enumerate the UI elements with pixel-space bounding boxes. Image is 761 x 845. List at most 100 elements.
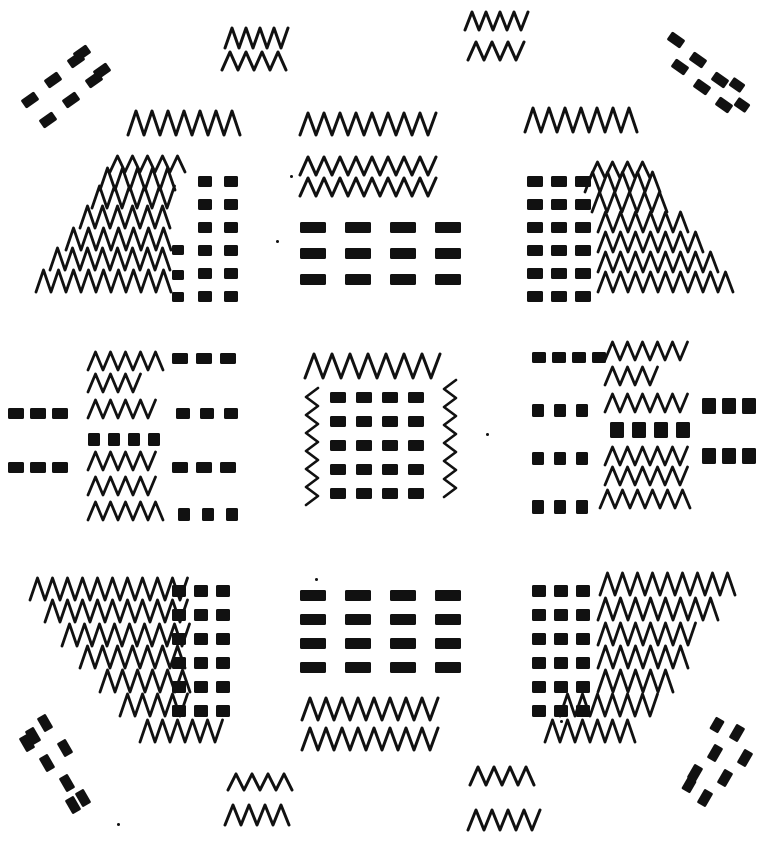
block-mark <box>709 716 725 733</box>
block-mark <box>527 176 543 187</box>
block-mark <box>290 175 293 178</box>
block-mark <box>128 433 140 446</box>
block-mark <box>345 614 371 625</box>
panel-bottom-right <box>532 573 735 742</box>
block-mark <box>532 585 546 597</box>
block-mark <box>527 268 543 279</box>
block-mark <box>108 433 120 446</box>
zigzag-stroke <box>80 206 170 228</box>
block-mark <box>408 488 424 499</box>
block-mark <box>224 176 238 187</box>
block-mark <box>390 248 416 259</box>
panel-top-left <box>36 111 240 302</box>
block-mark <box>44 71 63 88</box>
zigzag-stroke <box>598 232 703 252</box>
zigzag-stroke <box>88 352 163 370</box>
block-mark <box>576 681 590 693</box>
zigzag-stroke <box>592 192 667 212</box>
block-mark <box>172 609 186 621</box>
block-mark <box>527 291 543 302</box>
block-mark <box>408 440 424 451</box>
block-mark <box>575 268 591 279</box>
block-mark <box>390 590 416 601</box>
block-mark <box>194 657 208 669</box>
panel-top-right <box>525 108 733 302</box>
block-mark <box>551 176 567 187</box>
block-mark <box>729 724 746 743</box>
block-mark <box>224 291 238 302</box>
block-mark <box>632 422 646 438</box>
zigzag-stroke <box>600 573 735 595</box>
block-mark <box>356 440 372 451</box>
zigzag-motif-bottom-left <box>225 774 292 825</box>
corner-blocks-top-right <box>667 31 751 113</box>
block-mark <box>224 199 238 210</box>
zigzag-stroke <box>605 367 658 385</box>
block-mark <box>172 657 186 669</box>
zigzag-stroke <box>45 600 188 622</box>
block-mark <box>390 274 416 285</box>
block-mark <box>194 633 208 645</box>
block-mark <box>702 448 716 464</box>
block-mark <box>172 462 188 473</box>
block-mark <box>202 508 214 521</box>
block-mark <box>711 71 730 88</box>
block-mark <box>345 638 371 649</box>
zigzag-stroke <box>598 598 718 620</box>
block-mark <box>220 462 236 473</box>
block-mark <box>198 291 212 302</box>
block-mark <box>722 448 736 464</box>
block-mark <box>554 705 568 717</box>
block-mark <box>382 440 398 451</box>
zigzag-motif-top-left <box>222 28 288 70</box>
zigzag-stroke <box>66 228 171 250</box>
block-mark <box>216 705 230 717</box>
block-mark <box>216 585 230 597</box>
block-mark <box>554 633 568 645</box>
zigzag-stroke <box>525 108 637 132</box>
block-mark <box>356 416 372 427</box>
block-mark <box>198 176 212 187</box>
block-mark <box>300 274 326 285</box>
block-mark <box>554 681 568 693</box>
block-mark <box>575 291 591 302</box>
block-mark <box>592 352 606 363</box>
block-mark <box>575 176 591 187</box>
block-mark <box>715 96 734 113</box>
block-mark <box>30 462 46 473</box>
block-mark <box>697 789 714 808</box>
corner-blocks-bottom-right <box>681 716 753 807</box>
block-mark <box>172 705 186 717</box>
block-mark <box>172 270 184 280</box>
block-mark <box>576 500 588 514</box>
block-mark <box>575 199 591 210</box>
block-mark <box>59 774 76 793</box>
block-mark <box>554 500 566 514</box>
block-mark <box>576 657 590 669</box>
block-mark <box>62 91 81 108</box>
block-mark <box>172 353 188 364</box>
block-mark <box>176 408 190 419</box>
block-mark <box>356 488 372 499</box>
block-mark <box>576 452 588 465</box>
block-mark <box>216 657 230 669</box>
block-mark <box>300 638 326 649</box>
block-mark <box>552 352 566 363</box>
block-mark <box>382 392 398 403</box>
zigzag-stroke <box>468 42 524 60</box>
block-mark <box>532 705 546 717</box>
block-mark <box>198 199 212 210</box>
block-mark <box>345 222 371 233</box>
corner-blocks-top-left <box>21 44 112 128</box>
block-mark <box>300 248 326 259</box>
block-mark <box>382 416 398 427</box>
block-mark <box>560 720 563 723</box>
block-mark <box>551 199 567 210</box>
block-mark <box>572 352 586 363</box>
block-mark <box>527 245 543 256</box>
zigzag-stroke <box>605 467 688 485</box>
block-mark <box>345 248 371 259</box>
block-mark <box>172 633 186 645</box>
zigzag-stroke <box>465 12 528 30</box>
block-mark <box>52 462 68 473</box>
